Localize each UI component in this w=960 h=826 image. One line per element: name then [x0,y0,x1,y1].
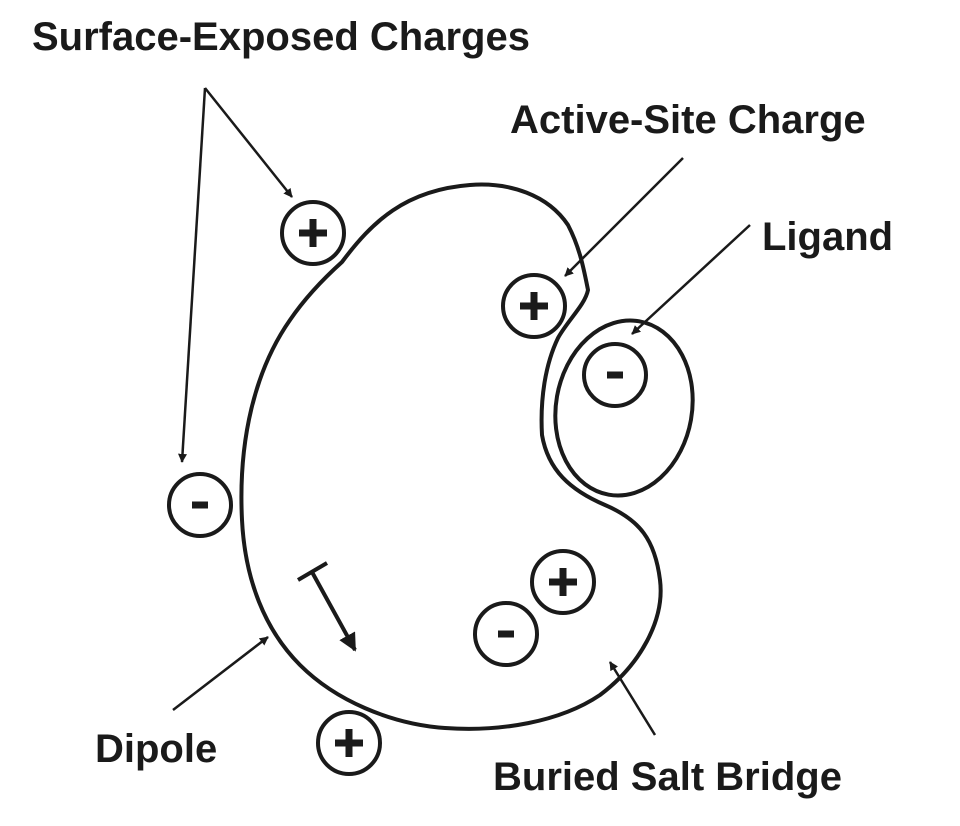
surface-charges-pointer-top [204,87,293,198]
salt-bridge-pointer [608,661,657,736]
dipole-arrow [296,561,357,652]
active-site-charge-label: Active-Site Charge [510,98,866,142]
surface-charges-pointer-left [178,87,207,463]
charge-ligand [582,342,648,408]
buried-salt-bridge-label: Buried Salt Bridge [493,755,842,799]
active-site-pointer [564,157,684,277]
charge-surface-top [280,200,346,266]
dipole-pointer [172,636,269,711]
charge-active-site [501,273,567,339]
ligand-outline [553,318,695,498]
ligand-label: Ligand [762,215,893,259]
charge-surface-left [167,472,233,538]
charge-salt-bridge-positive [530,549,596,615]
protein-outline [239,182,663,731]
surface-exposed-charges-label: Surface-Exposed Charges [32,15,530,59]
charge-salt-bridge-negative [473,601,539,667]
charge-surface-bottom [316,710,382,776]
dipole-label: Dipole [95,727,217,771]
ligand-pointer [631,224,751,335]
